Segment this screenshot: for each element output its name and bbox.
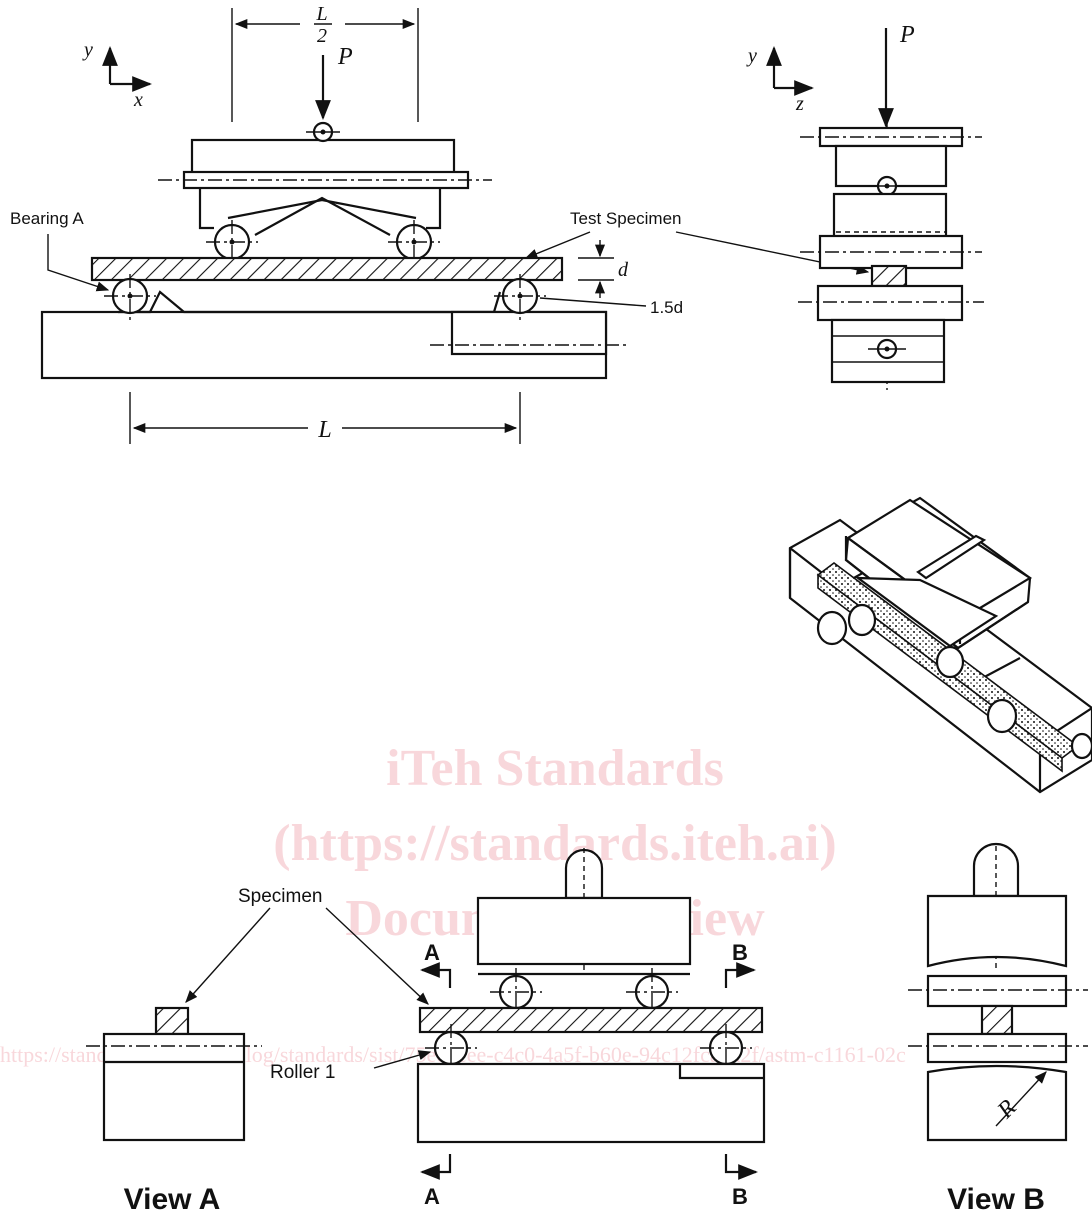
side-upper-bar	[818, 126, 964, 148]
upper-block	[190, 138, 456, 176]
view-b: R View B	[908, 842, 1088, 1216]
axis-y-label-side: y	[746, 45, 757, 67]
view-b-caption: View B	[947, 1183, 1045, 1216]
axis-triad-xy: y x	[82, 39, 152, 111]
view-a-block	[102, 1032, 246, 1142]
sliding-support	[450, 310, 608, 356]
isometric-fixture	[788, 496, 1092, 794]
load-arrow-p: P	[315, 44, 353, 120]
side-specimen	[870, 264, 908, 288]
load-span-dimension: L 2	[231, 3, 419, 122]
svg-text:B: B	[732, 940, 748, 965]
support-base	[416, 1062, 766, 1144]
section-marker-a-bottom: A	[420, 1154, 452, 1209]
svg-text:B: B	[732, 1184, 748, 1209]
view-b-lower-pin	[926, 1032, 1068, 1064]
side-upper-rollers	[818, 234, 964, 270]
side-view: y z P	[746, 22, 984, 390]
roller-1-label: Roller 1	[270, 1062, 335, 1083]
view-b-upper-pin	[926, 974, 1068, 1008]
front-view: y x L 2 P	[10, 3, 870, 444]
load-span-denominator: 2	[317, 25, 327, 47]
thickness-label: d	[618, 259, 629, 281]
view-a: View A	[86, 1006, 262, 1216]
axis-y-label: y	[82, 39, 93, 61]
view-a-caption: View A	[124, 1183, 221, 1216]
support-span-label: L	[317, 417, 331, 443]
section-marker-a-top: A	[420, 940, 452, 988]
svg-text:A: A	[424, 1184, 440, 1209]
center-elevation: A B A B Specimen Roller 1	[185, 848, 766, 1209]
test-specimen-label: Test Specimen	[570, 209, 682, 228]
section-marker-b-bottom: B	[724, 1154, 758, 1209]
load-span-numerator: L	[315, 3, 327, 25]
side-lower-rollers	[816, 284, 964, 322]
view-b-specimen	[980, 1004, 1014, 1036]
load-label-p: P	[337, 44, 353, 70]
view-a-specimen	[154, 1006, 190, 1036]
bearing-a-label: Bearing A	[10, 209, 84, 228]
svg-text:A: A	[424, 940, 440, 965]
watermark-line-2: (https://standards.iteh.ai)	[273, 815, 836, 872]
view-b-base	[926, 1064, 1068, 1142]
view-b-upper-block	[926, 894, 1068, 968]
view-b-load-cap	[972, 842, 1020, 898]
test-specimen	[90, 256, 564, 282]
loading-block	[476, 896, 692, 966]
axis-x-label: x	[133, 89, 143, 111]
watermark-line-1: iTeh Standards	[386, 740, 724, 797]
thickness-dimension: d	[578, 240, 629, 298]
axis-z-label-side: z	[795, 93, 804, 115]
section-marker-b-top: B	[724, 940, 756, 988]
load-cap	[564, 848, 604, 900]
side-upper-carrier	[832, 192, 948, 242]
specimen-b	[418, 1006, 764, 1034]
support-span-dimension: L	[129, 392, 521, 444]
specimen-label: Specimen	[238, 886, 323, 907]
roller-offset-label: 1.5d	[650, 298, 683, 317]
load-label-p-side: P	[899, 22, 915, 48]
